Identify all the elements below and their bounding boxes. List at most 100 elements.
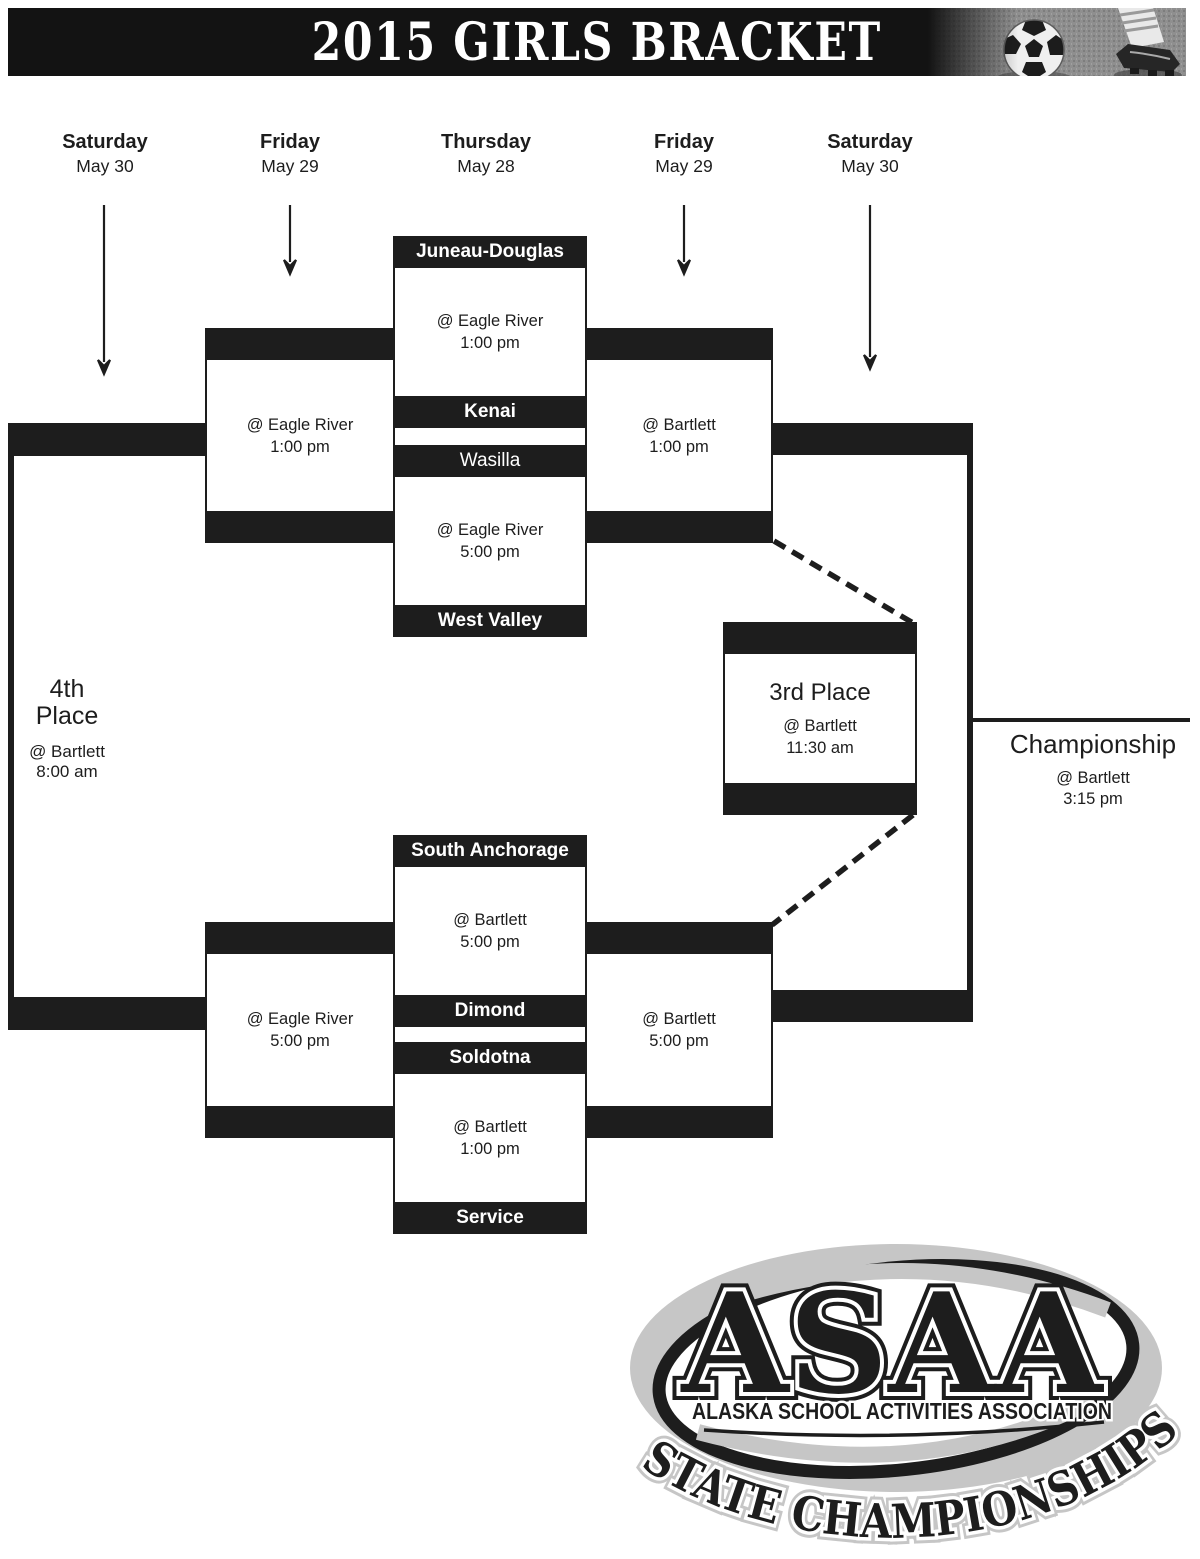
venue-text: @ Bartlett [642, 415, 716, 434]
connector-fourth-top [8, 423, 205, 456]
column-date: May 29 [261, 156, 319, 176]
third-place-box: 3rd Place @ Bartlett 11:30 am [723, 622, 917, 815]
column-day: Friday [259, 131, 321, 153]
team-bar-top: Soldotna [393, 1042, 587, 1074]
connector-bar [723, 622, 917, 654]
team-bar-bottom: West Valley [393, 605, 587, 637]
team-bar-top: Wasilla [393, 445, 587, 477]
time-text: 8:00 am [36, 762, 98, 781]
time-text: 3:15 pm [1063, 790, 1123, 808]
logo-org-name: ALASKA SCHOOL ACTIVITIES ASSOCIATION ALA… [690, 1396, 1115, 1427]
connector-championship-bottom [771, 990, 972, 1022]
column-header-4: Friday May 29 [609, 130, 759, 178]
fourth-place-label: 4th Place @ Bartlett 8:00 am [8, 676, 126, 782]
column-day: Saturday [62, 131, 148, 153]
soccer-ball-icon [928, 8, 1186, 76]
venue-text: @ Bartlett [642, 1010, 716, 1028]
game-venue: @ Bartlett 5:00 pm [587, 954, 771, 1106]
header-banner: 2015 GIRLS BRACKET [8, 8, 1186, 76]
time-text: 1:00 pm [270, 437, 330, 456]
svg-text:ASAA: ASAA [680, 1262, 1105, 1425]
team-bar-bottom: Service [393, 1202, 587, 1234]
svg-text:ASAA: ASAA [680, 1262, 1105, 1425]
connector-bar [723, 783, 917, 815]
svg-text:ASAA: ASAA [680, 1262, 1105, 1425]
time-text: 5:00 pm [460, 933, 520, 951]
team-bar-bottom: Kenai [393, 396, 587, 428]
connector-fourth-bottom [8, 997, 205, 1030]
semifinal-box-bottom: @ Bartlett 5:00 pm [585, 922, 773, 1138]
game-venue: @ Eagle River 5:00 pm [395, 477, 585, 605]
time-text: 1:00 pm [460, 334, 520, 352]
team-bar-top: South Anchorage [393, 835, 587, 867]
venue-text: @ Eagle River [246, 1010, 354, 1028]
game-box-qf1: Juneau-Douglas @ Eagle River 1:00 pm Ken… [393, 236, 587, 428]
game-box-qf3: South Anchorage @ Bartlett 5:00 pm Dimon… [393, 835, 587, 1027]
time-text: 5:00 pm [460, 543, 520, 561]
column-day: Friday [653, 131, 715, 153]
connector-bar [205, 922, 395, 954]
cleat-icon [1116, 8, 1180, 76]
soccer-photo [928, 8, 1186, 76]
connector-bar [585, 328, 773, 360]
connector-bar [205, 328, 395, 360]
svg-text:ALASKA SCHOOL ACTIVITIES ASSOC: ALASKA SCHOOL ACTIVITIES ASSOCIATION [692, 1398, 1112, 1424]
asaa-logo: ASAA ASAA ASAA ALASKA SCHOOL ACTIVITIES … [627, 1244, 1192, 1557]
time-text: 1:00 pm [649, 437, 709, 456]
venue-text: @ Bartlett [783, 716, 857, 735]
column-day: Saturday [827, 131, 913, 153]
column-header-5: Saturday May 30 [795, 130, 945, 178]
venue-text: @ Bartlett [453, 1118, 527, 1136]
team-bar-bottom: Dimond [393, 995, 587, 1027]
logo-underline-swoosh [703, 1420, 1105, 1438]
logo-inner-swoosh-top [683, 1263, 1111, 1322]
game-venue: @ Bartlett 1:00 pm [587, 360, 771, 511]
venue-text: @ Bartlett [453, 911, 527, 929]
connector-bar [585, 1106, 773, 1138]
time-text: 5:00 pm [649, 1032, 709, 1050]
dashed-line-sf-top-loser [772, 538, 915, 626]
column-date: May 29 [655, 156, 713, 176]
time-text: 1:00 pm [460, 1140, 520, 1158]
semifinal-box-top: @ Bartlett 1:00 pm [585, 328, 773, 543]
time-text: 11:30 am [786, 738, 854, 757]
third-place-info: 3rd Place @ Bartlett 11:30 am [725, 654, 915, 783]
venue-text: @ Eagle River [436, 521, 544, 539]
venue-text: @ Bartlett [29, 742, 105, 761]
venue-text: @ Bartlett [1056, 769, 1130, 787]
team-bar-top: Juneau-Douglas [393, 236, 587, 268]
column-date: May 30 [841, 156, 899, 176]
connector-bar [585, 922, 773, 954]
venue-text: @ Eagle River [246, 415, 354, 434]
consolation-box-top: @ Eagle River 1:00 pm [205, 328, 395, 543]
down-arrow-friday-left [282, 205, 298, 277]
connector-bar [205, 511, 395, 543]
game-venue: @ Eagle River 1:00 pm [207, 360, 393, 511]
dashed-line-sf-bottom-loser [770, 812, 915, 928]
championship-title: Championship [1009, 729, 1177, 759]
logo-inner-swoosh-bottom [695, 1392, 1098, 1463]
third-place-title: 3rd Place [769, 678, 871, 706]
game-venue: @ Bartlett 1:00 pm [395, 1074, 585, 1202]
column-header-1: Saturday May 30 [30, 130, 180, 178]
down-arrow-saturday-right [862, 205, 878, 372]
logo-acronym: ASAA ASAA ASAA [672, 1254, 1113, 1433]
fourth-place-venue: @ Bartlett 8:00 am [8, 742, 126, 782]
fourth-place-title-line1: 4th [49, 675, 85, 703]
game-venue: @ Eagle River 1:00 pm [395, 268, 585, 396]
column-date: May 28 [457, 156, 515, 176]
connector-bar [205, 1106, 395, 1138]
svg-text:ALASKA SCHOOL ACTIVITIES ASSOC: ALASKA SCHOOL ACTIVITIES ASSOCIATION [692, 1398, 1112, 1424]
down-arrow-friday-right [676, 205, 692, 277]
consolation-box-bottom: @ Eagle River 5:00 pm [205, 922, 395, 1138]
venue-text: @ Eagle River [436, 312, 544, 330]
page-title: 2015 GIRLS BRACKET [311, 11, 883, 73]
championship-label: Championship @ Bartlett 3:15 pm [1000, 729, 1186, 810]
game-venue: @ Eagle River 5:00 pm [207, 954, 393, 1106]
championship-venue: @ Bartlett 3:15 pm [1000, 768, 1186, 810]
time-text: 5:00 pm [270, 1032, 330, 1050]
connector-championship-top [771, 423, 972, 455]
fourth-place-title-line2: Place [35, 702, 99, 730]
